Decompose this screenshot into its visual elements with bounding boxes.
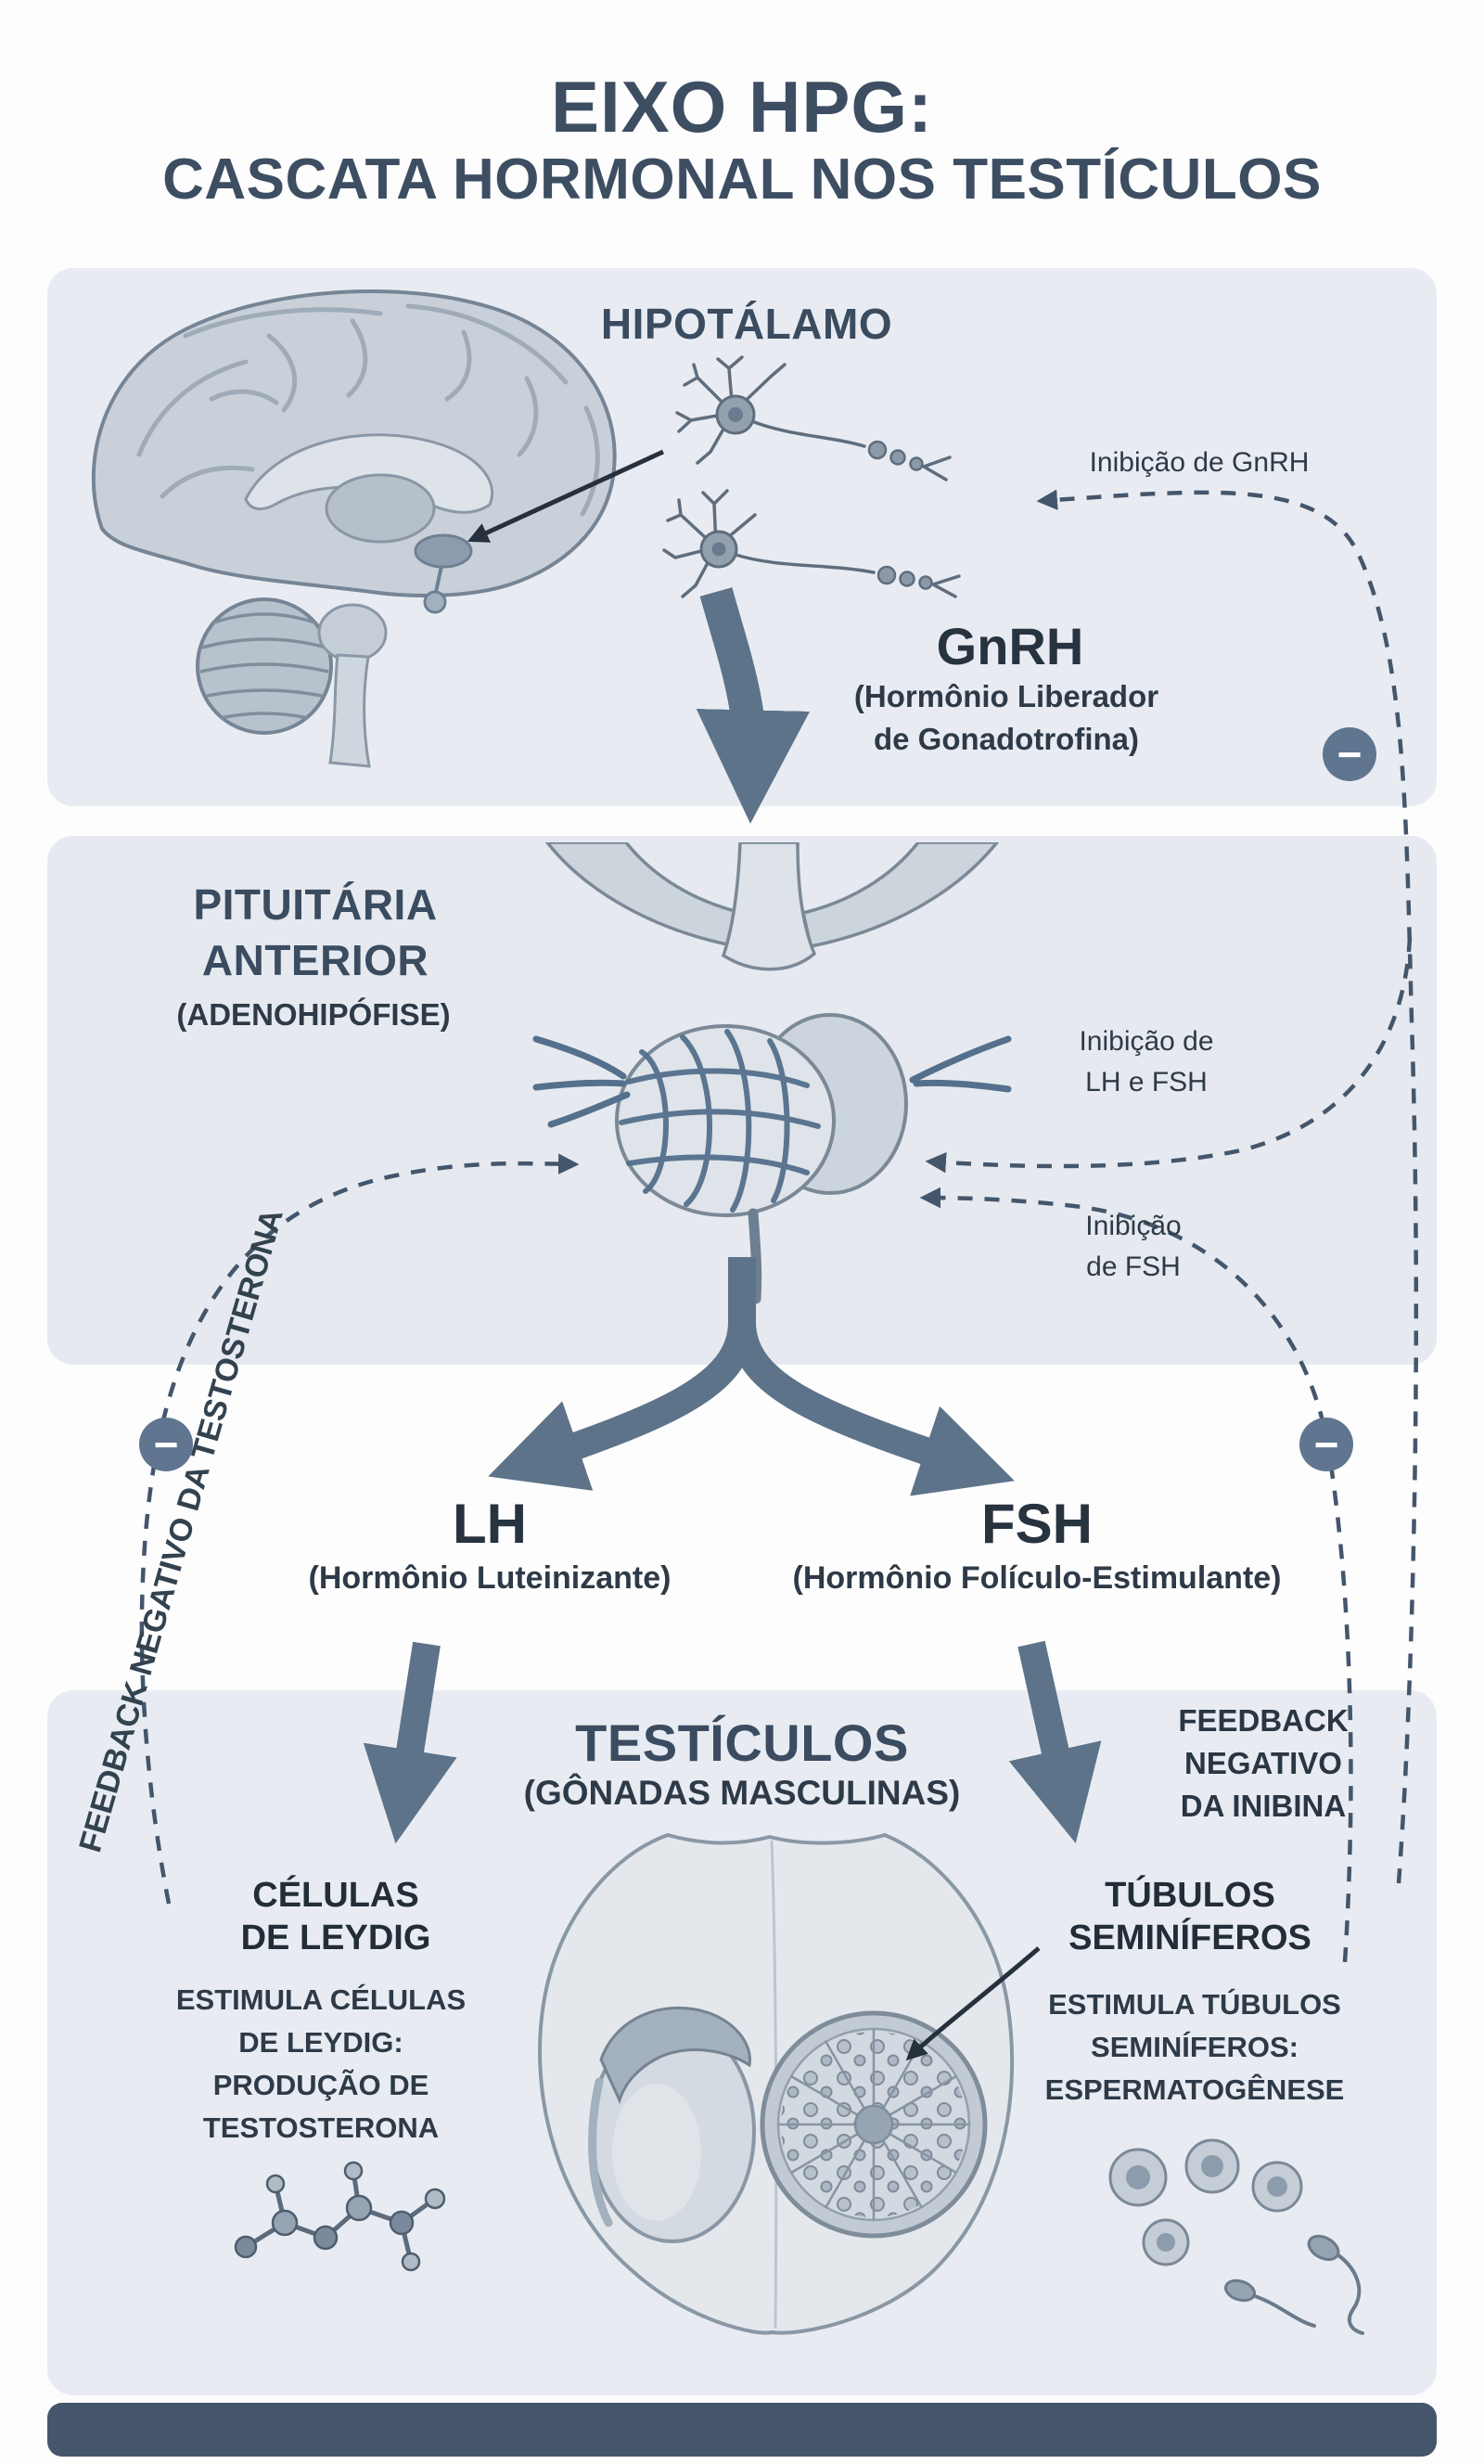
tubules-desc-line1: ESTIMULA TÚBULOS xyxy=(1048,1988,1341,2021)
pituitary-dot xyxy=(423,590,447,614)
infundibulum-stalk xyxy=(721,842,817,971)
epididymis xyxy=(599,2006,751,2105)
lh-fsh-inhibition-label-line2: LH e FSH xyxy=(1085,1067,1208,1097)
pituitary-illustration xyxy=(532,842,1012,1304)
minus-icon: − xyxy=(1299,1418,1353,1471)
inhibin-feedback-label-line3: DA INIBINA xyxy=(1180,1789,1347,1823)
cerebellum-folds xyxy=(199,612,329,720)
tubules-desc-line3: ESPERMATOGÊNESE xyxy=(1044,2073,1345,2106)
hypothalamus-region xyxy=(414,533,473,569)
thalamus xyxy=(325,473,436,544)
fsh-inhibition-label-line1: Inibição xyxy=(1085,1211,1182,1241)
capillary-network xyxy=(619,1029,821,1213)
leydig-title-line2: DE LEYDIG xyxy=(240,1919,431,1957)
testosterone-molecule-icon xyxy=(234,2161,446,2272)
testes-illustration xyxy=(538,1832,1015,2335)
footer-bar xyxy=(47,2403,1437,2457)
fsh-inhibition-label-line2: de FSH xyxy=(1086,1251,1181,1282)
gnrh-neurons-icon xyxy=(662,355,961,598)
pituitary-heading-line1: PITUITÁRIA xyxy=(193,880,438,929)
lh-subtitle: (Hormônio Luteinizante) xyxy=(308,1560,672,1596)
sperm-cells-icon xyxy=(1108,2138,1364,2335)
brainstem xyxy=(328,653,371,768)
fsh-label: FSH xyxy=(981,1493,1093,1555)
fsh-subtitle: (Hormônio Folículo-Estimulante) xyxy=(792,1560,1282,1596)
gnrh-subtitle-line1: (Hormônio Liberador xyxy=(853,679,1159,713)
leydig-title-line1: CÉLULAS xyxy=(252,1876,419,1915)
tubules-title-line2: SEMINÍFEROS xyxy=(1068,1919,1311,1957)
page-title-line1: EIXO HPG: xyxy=(550,66,934,148)
gnrh-subtitle-line2: de Gonadotrofina) xyxy=(874,722,1139,756)
gnrh-label: GnRH xyxy=(936,617,1084,675)
minus-icon: − xyxy=(139,1418,193,1471)
minus-icon: − xyxy=(1323,727,1376,781)
testes-subheading: (GÔNADAS MASCULINAS) xyxy=(523,1774,961,1812)
leydig-desc-line2: DE LEYDIG: xyxy=(238,2026,403,2059)
brain-illustration xyxy=(91,289,617,768)
tubules-desc-line2: SEMINÍFEROS: xyxy=(1091,2031,1298,2063)
pons xyxy=(317,603,388,662)
pituitary-subheading: (ADENOHIPÓFISE) xyxy=(176,997,451,1032)
tubules-title-line1: TÚBULOS xyxy=(1105,1876,1275,1915)
gnrh-inhibition-label: Inibição de GnRH xyxy=(1089,447,1310,478)
leydig-desc-line3: PRODUÇÃO DE xyxy=(212,2069,429,2101)
inhibin-feedback-label-line1: FEEDBACK xyxy=(1178,1703,1349,1738)
page-title-line2: CASCATA HORMONAL NOS TESTÍCULOS xyxy=(162,148,1322,212)
pituitary-heading-line2: ANTERIOR xyxy=(201,936,429,984)
cortical-folds xyxy=(136,303,600,517)
testes-heading: TESTÍCULOS xyxy=(575,1713,909,1772)
lh-label: LH xyxy=(453,1493,527,1555)
inhibin-feedback-label-line2: NEGATIVO xyxy=(1184,1746,1342,1780)
cerebellum xyxy=(196,597,333,735)
leydig-desc-line1: ESTIMULA CÉLULAS xyxy=(175,1983,467,2016)
hypothalamus-heading: HIPOTÁLAMO xyxy=(600,300,893,348)
lh-fsh-inhibition-label-line1: Inibição de xyxy=(1079,1026,1214,1057)
leydig-desc-line4: TESTOSTERONA xyxy=(202,2111,440,2144)
